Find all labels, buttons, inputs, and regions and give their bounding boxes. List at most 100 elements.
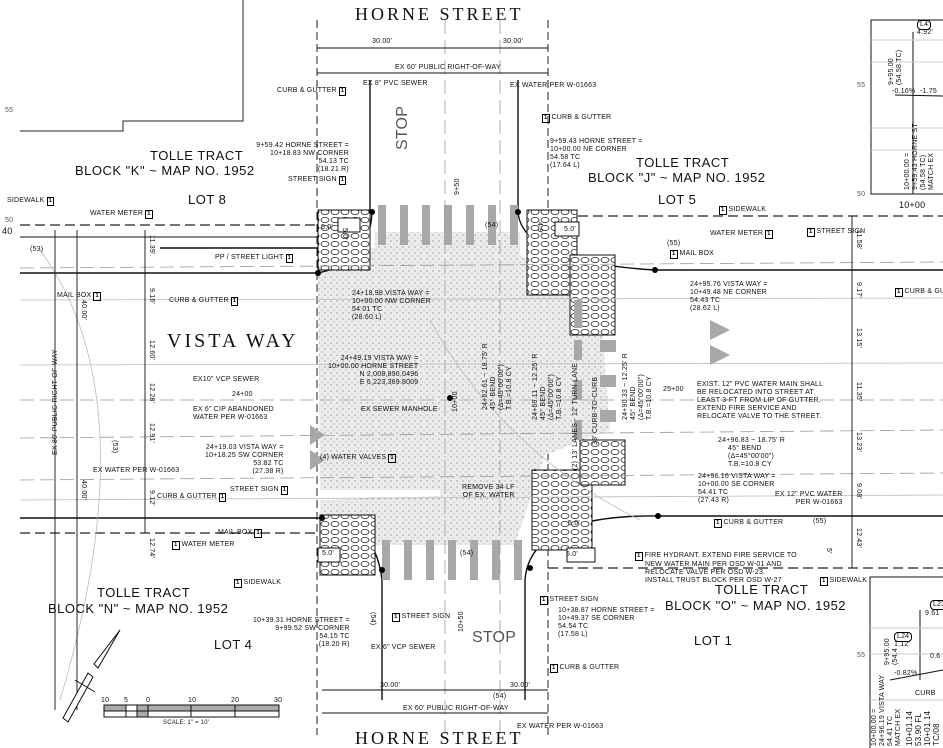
- dim-left: 12.74': [148, 538, 155, 559]
- note-line: 24+19.03 VISTA WAY =: [205, 444, 284, 451]
- note-line: 9+59.42 HORNE STREET =: [256, 142, 349, 149]
- note-line: 24+96.19 VISTA WAY: [879, 674, 886, 746]
- dim-right: 5.0': [568, 520, 580, 527]
- dim-right: 9.17': [855, 282, 862, 298]
- keynote-box: 1: [218, 493, 227, 502]
- utility-lines: [19, 20, 943, 735]
- profile-bottom-grade1: -0.82%: [894, 670, 918, 677]
- label-sta-2500: 25+00: [663, 386, 684, 393]
- note-line: 24+95.76 VISTA WAY =: [690, 281, 768, 288]
- horne-row-lines: [316, 20, 549, 735]
- label-ex-water-bottom: EX WATER PER W-01663: [517, 723, 604, 730]
- note-sw-horne: 10+39.31 HORNE STREET =9+99.52 SW CORNER…: [253, 617, 350, 649]
- keynote-box: 1: [338, 176, 347, 185]
- callout-text: STREET SIGN: [816, 228, 866, 235]
- curve-ref: (55): [667, 240, 681, 247]
- corner-points: [315, 209, 661, 573]
- keynote-box: 1: [635, 552, 643, 561]
- note-line: NEW WATER MAIN PER OSD W-01 AND: [645, 561, 782, 568]
- note-line: 24+49.19 VISTA WAY =: [340, 355, 419, 362]
- curve-ref: (54): [369, 612, 376, 626]
- note-line: T.B.=10.8 CY: [646, 376, 653, 420]
- keynote-box: 1: [550, 664, 558, 673]
- profile-top-match: 10+00.00 =9+59.43 HORNE ST(54.58 TC)MATC…: [904, 123, 936, 190]
- note-line: 45° BEND: [728, 445, 762, 452]
- elevation-label: 50: [857, 191, 866, 198]
- scale-tick: 5: [124, 697, 129, 704]
- callout-text: CURB & GUTTER: [277, 87, 337, 94]
- callout-text: WATER METER: [710, 230, 764, 237]
- note-line: (Δ=45°00'00"): [498, 363, 505, 410]
- note-line: 45° BEND: [630, 386, 637, 420]
- keynote-box: 1: [285, 254, 294, 263]
- callout-text: CURB & GUTTER: [559, 664, 620, 671]
- note-line: 10+00.00 NE CORNER: [550, 146, 627, 153]
- profile-top-tag: L4: [917, 20, 932, 30]
- note-line: LEAST 3-FT FROM LIP OF GUTTER.: [697, 397, 821, 404]
- note-line: EXIST. 12" PVC WATER MAIN SHALL: [697, 381, 824, 388]
- curve-ref: (54): [485, 222, 499, 229]
- note-line: EX 12" PVC WATER: [775, 491, 843, 498]
- keynote-box: 1: [392, 613, 400, 622]
- note-line: 53.90 FL: [914, 712, 923, 746]
- note-line: 10+49.37 SE CORNER: [558, 615, 635, 622]
- callout-text: MAIL BOX: [679, 250, 714, 257]
- callout-text: SIDEWALK: [243, 579, 282, 586]
- note-line: E 6,223,369.8009: [359, 379, 419, 386]
- keynote-box: 1: [172, 541, 180, 550]
- callout-text: CURB & GUTTER: [723, 519, 784, 526]
- dim-left: 5.0': [322, 550, 334, 557]
- dim-right: 5.0': [564, 226, 576, 233]
- dim-bottom-row: EX 60' PUBLIC RIGHT-OF-WAY: [403, 705, 509, 712]
- note-line: MATCH EX: [895, 708, 902, 746]
- block-n-label: BLOCK "N" ~ MAP NO. 1952: [48, 601, 229, 616]
- elevation-label: 50: [5, 217, 14, 224]
- note-line: FIRE HYDRANT. EXTEND FIRE SERVICE TO: [644, 552, 797, 559]
- note-line: 10+00.00 HORNE STREET: [328, 363, 419, 370]
- block-n-tract: TOLLE TRACT: [97, 585, 191, 600]
- note-line: 10+49.48 NE CORNER: [690, 289, 767, 296]
- block-o-label: BLOCK "O" ~ MAP NO. 1952: [665, 598, 847, 613]
- label-ex-water-left: EX WATER PER W-01663: [93, 467, 180, 474]
- note-line: (27.38 R): [252, 468, 284, 475]
- note-line: 54.43 TC: [690, 297, 721, 304]
- curve-ref: (53): [30, 246, 44, 253]
- profile-top-grade2: -1.75: [920, 88, 937, 95]
- curve-ref: (54): [493, 693, 507, 700]
- note-line: WATER PER W-01663: [193, 414, 268, 421]
- keynote-box: 1: [820, 577, 828, 586]
- callout-text: STREET SIGN: [549, 596, 599, 603]
- scale-bar: [103, 704, 280, 718]
- note-line: (Δ=45°00'00"): [548, 373, 555, 420]
- scale-tick: 10: [188, 697, 197, 704]
- elevation-label: 55: [5, 107, 14, 114]
- callout-text: MAIL BOX: [218, 529, 253, 536]
- note-line: 24+69.11 ~ 12.25' R: [532, 353, 539, 420]
- label-sta-1000: 10+00: [452, 391, 459, 412]
- profile-grid: [870, 39, 943, 701]
- dim-top-right: 30.00': [503, 38, 524, 45]
- dim-left: 12.60': [148, 340, 155, 361]
- keynote-box: 1: [895, 288, 903, 297]
- label-sta-950: 9+50: [454, 178, 461, 195]
- note-line: 10+01.14: [905, 710, 914, 746]
- scale-tick: 0: [146, 697, 151, 704]
- dim-bottom-right: 30.00': [510, 682, 531, 689]
- profile-boxes: [869, 19, 943, 748]
- note-line: 9+95.00: [888, 58, 895, 85]
- note-line: EX 6" CIP ABANDONED: [193, 406, 274, 413]
